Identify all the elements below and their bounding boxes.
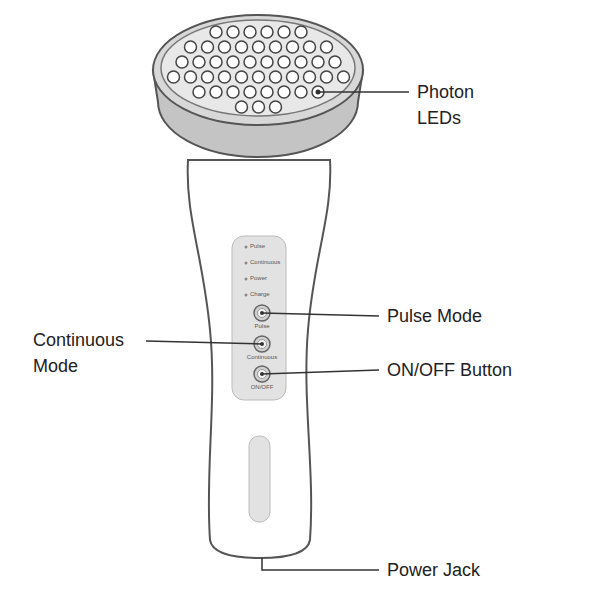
photon-led (168, 71, 180, 83)
photon-led (270, 101, 282, 113)
callout-label: ON/OFF Button (387, 357, 512, 383)
photon-led (278, 26, 290, 38)
photon-led (278, 86, 290, 98)
callout-label: Power Jack (387, 557, 480, 583)
photon-led (261, 86, 273, 98)
photon-led (321, 41, 333, 53)
photon-led (270, 71, 282, 83)
photon-led (185, 41, 197, 53)
photon-led (304, 41, 316, 53)
photon-led (304, 71, 316, 83)
photon-led (193, 56, 205, 68)
photon-led (287, 71, 299, 83)
photon-led (244, 56, 256, 68)
photon-led (210, 86, 222, 98)
photon-led (210, 56, 222, 68)
photon-led (236, 71, 248, 83)
led-array (168, 26, 350, 113)
control-panel (232, 236, 286, 400)
photon-led (202, 41, 214, 53)
led-face (161, 20, 355, 116)
photon-led (312, 56, 324, 68)
photon-led (236, 41, 248, 53)
photon-led (278, 56, 290, 68)
photon-led (295, 56, 307, 68)
indicator-label: Pulse (250, 243, 265, 250)
photon-led (270, 41, 282, 53)
photon-led (227, 26, 239, 38)
leader-lines (146, 92, 409, 570)
photon-led (227, 56, 239, 68)
button-label: ON/OFF (251, 384, 274, 391)
photon-led (261, 56, 273, 68)
photon-led (295, 86, 307, 98)
callout-label: Photon LEDs (417, 79, 497, 131)
photon-led (210, 26, 222, 38)
grip-slot (249, 436, 270, 522)
photon-led (227, 86, 239, 98)
photon-led (176, 56, 188, 68)
photon-led (261, 26, 273, 38)
head-top (153, 15, 363, 125)
photon-led (253, 71, 265, 83)
photon-led (253, 41, 265, 53)
photon-led (193, 86, 205, 98)
photon-led (253, 101, 265, 113)
photon-led (244, 86, 256, 98)
photon-led (236, 101, 248, 113)
callout-label: Pulse Mode (387, 303, 482, 329)
photon-led (244, 26, 256, 38)
indicator-dots (245, 246, 248, 297)
photon-led (219, 41, 231, 53)
photon-led (329, 56, 341, 68)
button-label: Pulse (254, 323, 269, 330)
indicator-label: Charge (250, 291, 270, 298)
indicator-label: Continuous (250, 259, 280, 266)
photon-led (295, 26, 307, 38)
photon-led (287, 41, 299, 53)
callout-label: Continuous Mode (33, 327, 133, 379)
photon-led (338, 71, 350, 83)
button-label: Continuous (247, 354, 277, 361)
handle (188, 160, 331, 558)
photon-led (185, 71, 197, 83)
photon-led (321, 71, 333, 83)
photon-led (202, 71, 214, 83)
indicator-label: Power (250, 275, 267, 282)
leader-dots (260, 90, 321, 377)
photon-led (219, 71, 231, 83)
